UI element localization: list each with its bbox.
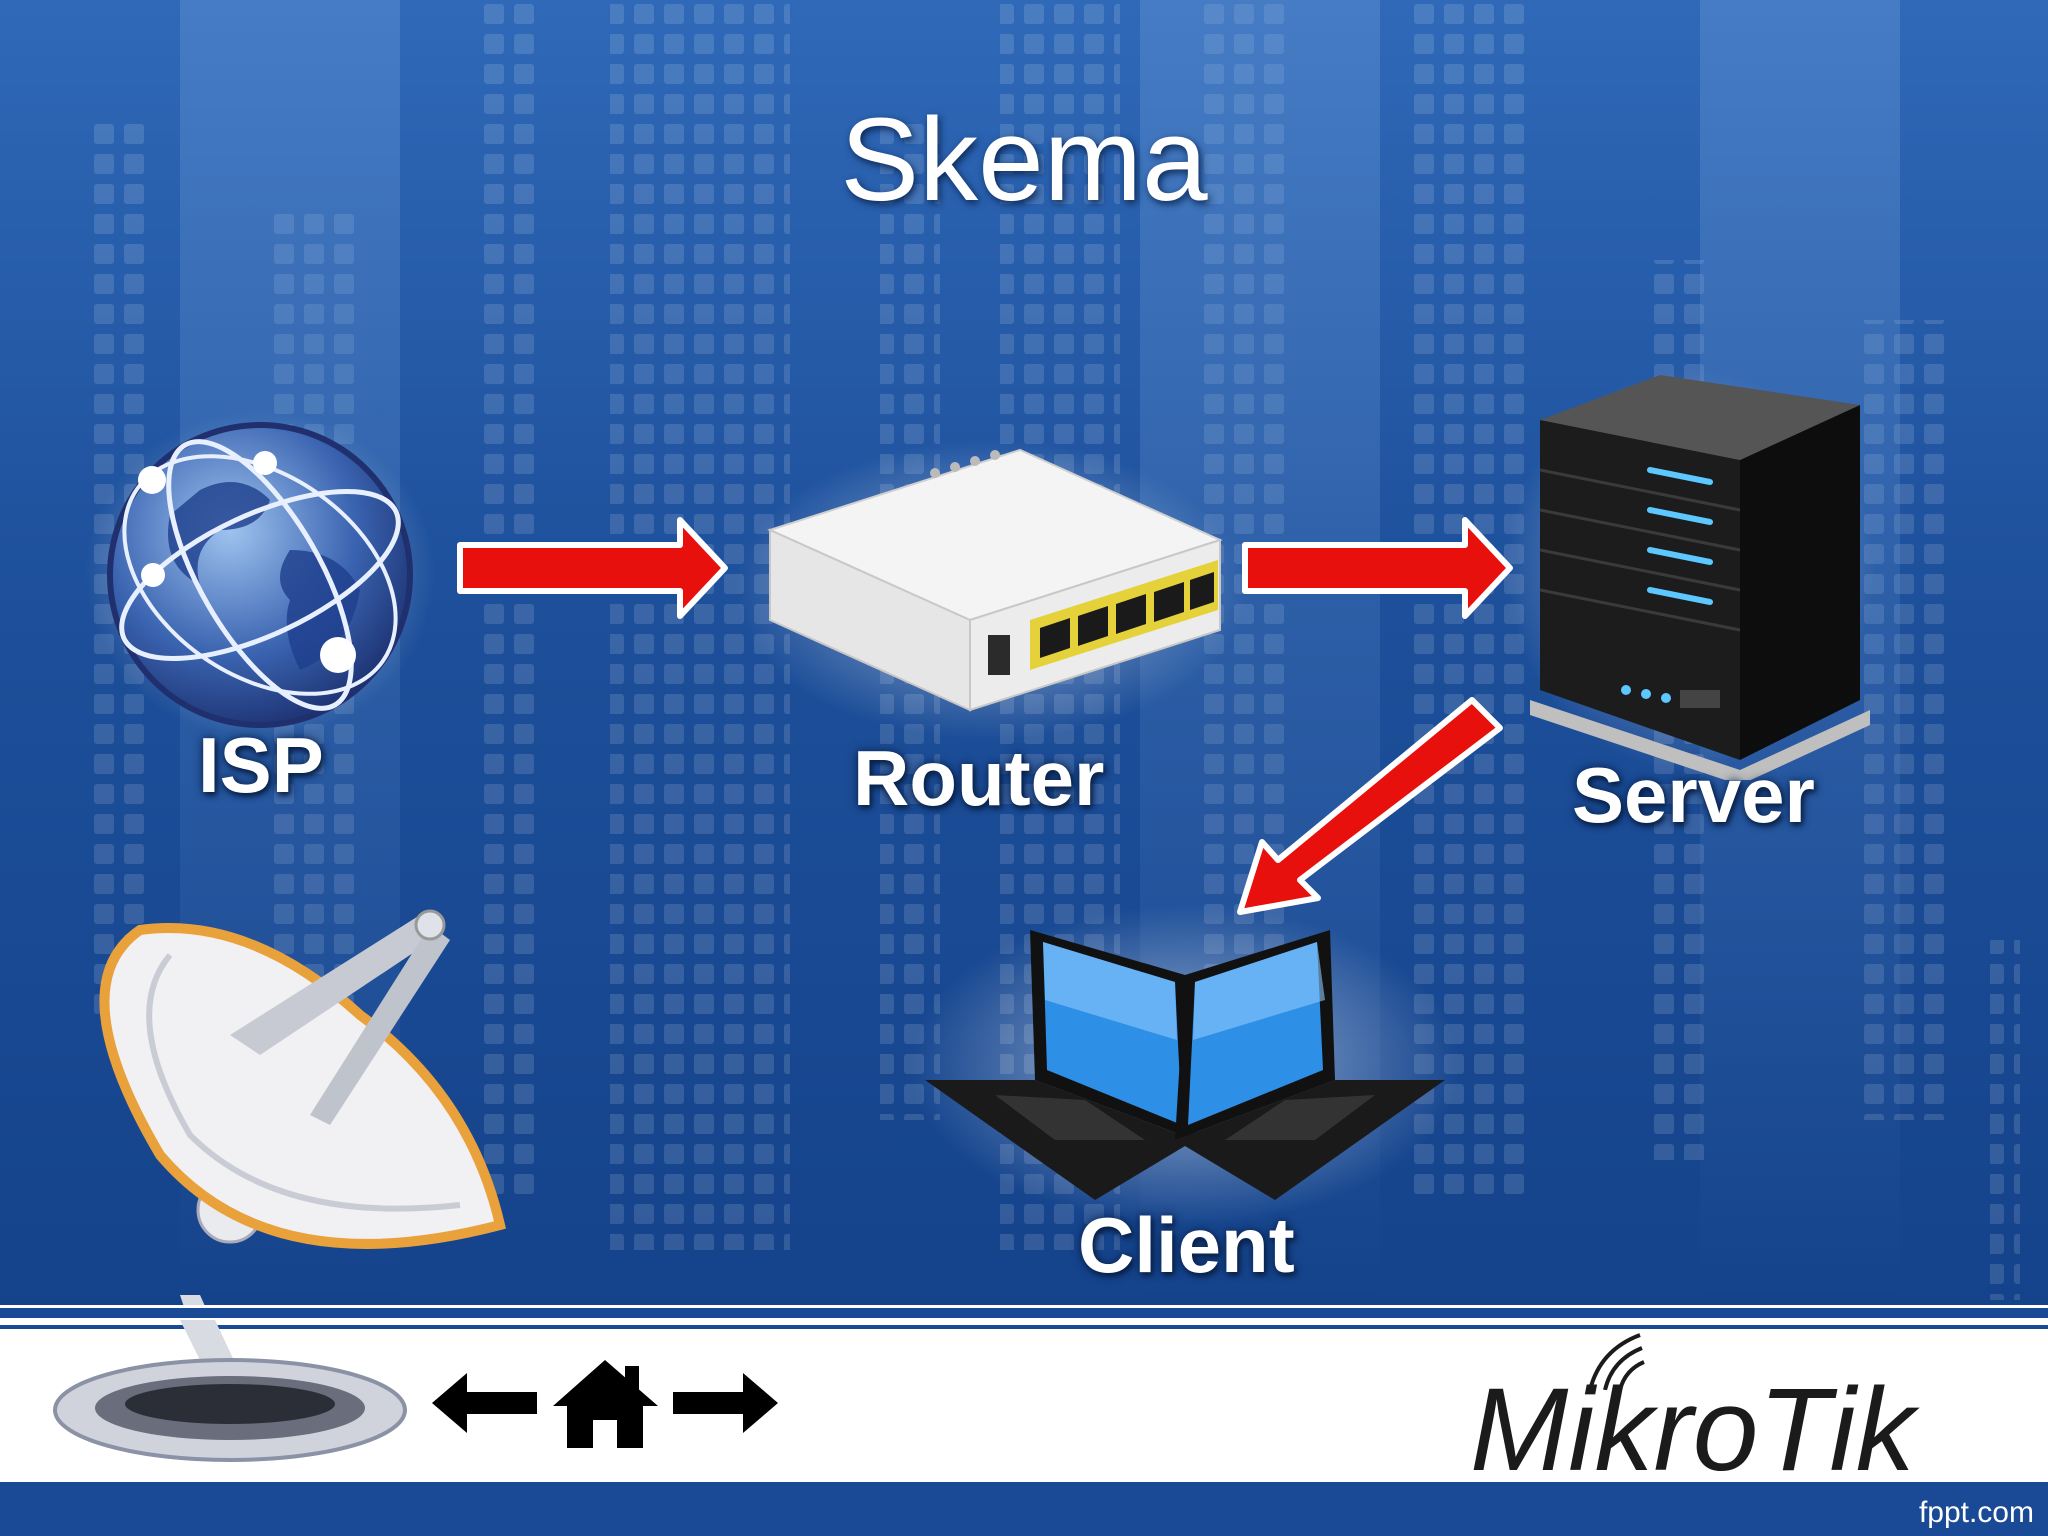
home-icon bbox=[553, 1360, 658, 1448]
logo-antenna-icon bbox=[1588, 1333, 1645, 1390]
arrow-right-icon bbox=[673, 1373, 778, 1433]
server-icon bbox=[1505, 370, 1875, 780]
node-label-isp: ISP bbox=[198, 721, 324, 809]
globe-icon bbox=[85, 410, 435, 740]
next-button[interactable] bbox=[673, 1368, 778, 1438]
bottom-band bbox=[0, 1482, 2048, 1536]
router-icon bbox=[735, 440, 1245, 740]
satellite-dish-base bbox=[53, 1320, 407, 1462]
brand-wordmark: MikroTik bbox=[1470, 1364, 1920, 1490]
laptop-icon bbox=[910, 905, 1460, 1225]
brand-text: MikroTik bbox=[1470, 1364, 1920, 1490]
arrow-left-icon bbox=[432, 1373, 537, 1433]
slide-title: Skema bbox=[840, 94, 1208, 226]
credit-text: fppt.com bbox=[1918, 1496, 2034, 1529]
back-button[interactable] bbox=[432, 1368, 537, 1438]
node-label-server: Server bbox=[1572, 751, 1815, 839]
node-label-client: Client bbox=[1078, 1201, 1295, 1289]
brand-logo: MikroTik bbox=[1470, 1333, 2030, 1490]
node-label-router: Router bbox=[853, 734, 1105, 822]
footer-stripe bbox=[0, 1308, 2048, 1318]
footer-stripe-thin bbox=[0, 1325, 2048, 1329]
home-button[interactable] bbox=[553, 1360, 658, 1448]
